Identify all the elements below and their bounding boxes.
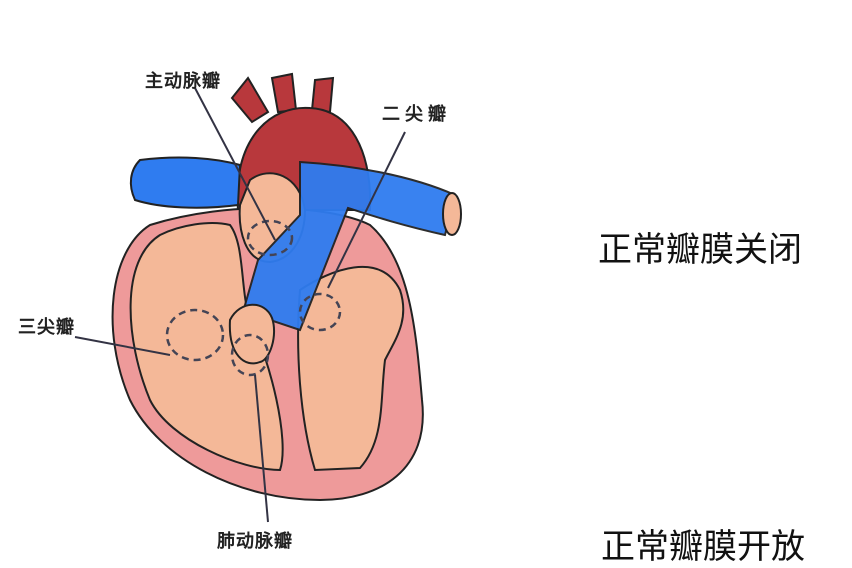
right-chamber [129, 222, 284, 472]
caption-valve-open: 正常瓣膜开放 [601, 527, 805, 567]
leader-lines [74, 87, 406, 523]
caption-valve-closed: 正常瓣膜关闭 [598, 230, 802, 270]
vena-cava [129, 156, 462, 332]
label-tricuspid-valve: 三尖瓣 [18, 317, 75, 338]
label-mitral-valve: 二尖瓣 [382, 104, 451, 125]
label-aortic-valve: 主动脉瓣 [145, 71, 221, 92]
valve-outlines [165, 219, 342, 377]
pulmonary-root [228, 303, 276, 365]
label-pulmonary-valve: 肺动脉瓣 [217, 531, 293, 552]
heart-diagram [74, 72, 462, 523]
left-chamber [297, 265, 405, 472]
